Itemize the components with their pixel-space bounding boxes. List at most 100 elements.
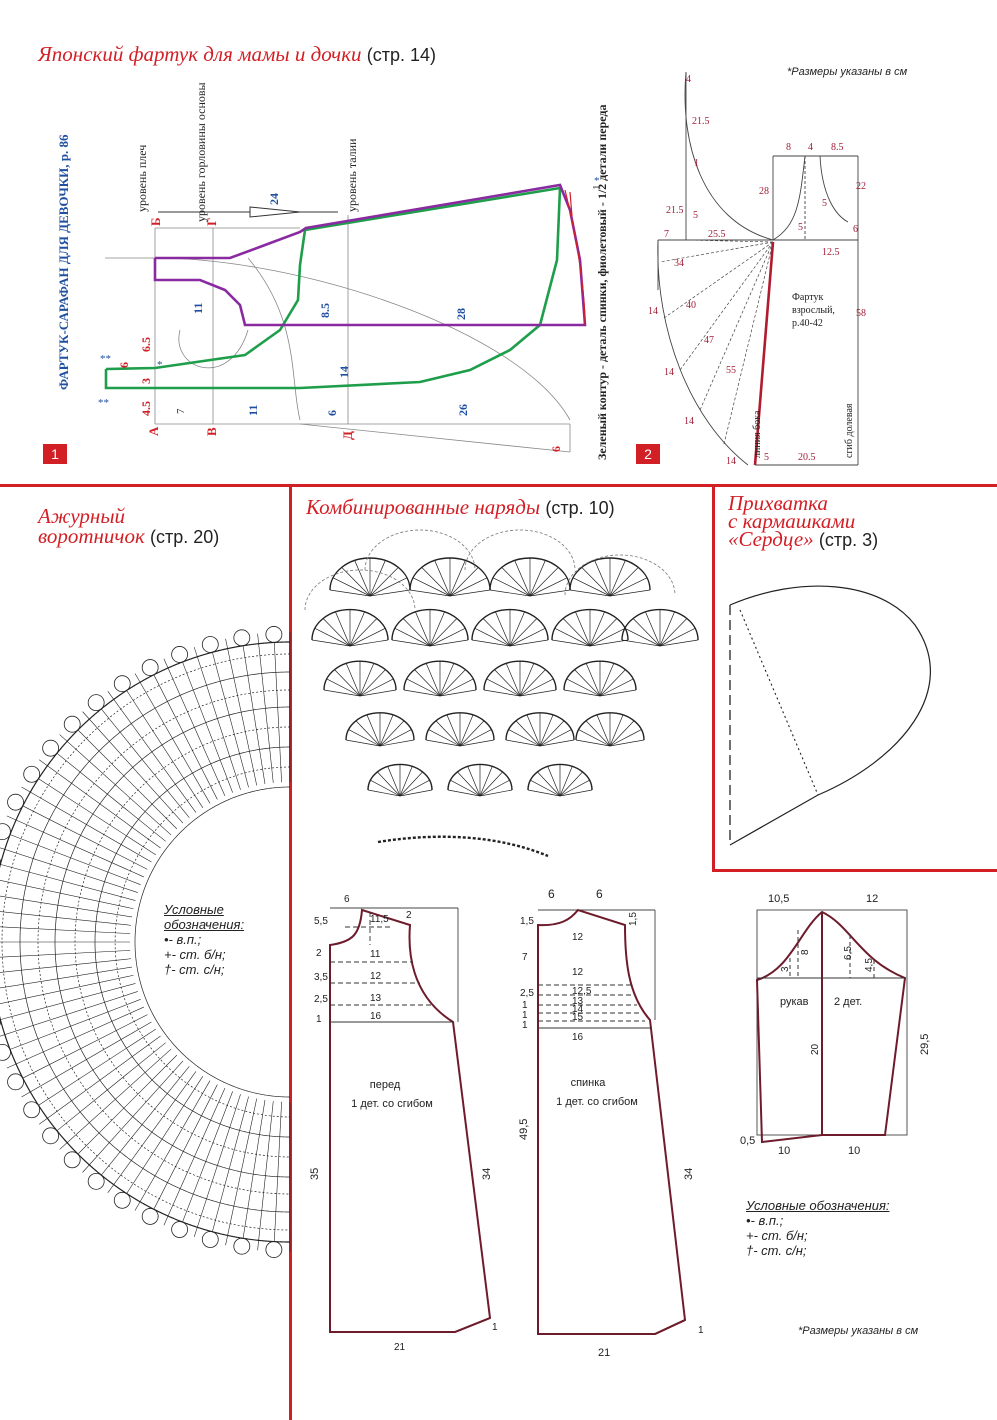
sleeve-m4-5: 4,5 <box>864 958 875 972</box>
back-r12: 12 <box>572 932 584 943</box>
collar-scallop <box>63 1151 81 1169</box>
fan-stitch <box>526 714 541 747</box>
fan-stitch <box>578 729 611 747</box>
fan-stitch <box>435 720 461 747</box>
fan-stitch <box>379 739 415 747</box>
fan-outer-shell <box>564 554 676 596</box>
collar-spoke <box>0 926 131 934</box>
m-28: 28 <box>759 186 769 197</box>
collar-spoke <box>126 690 204 808</box>
letter-D: Д <box>340 431 355 440</box>
dart-left <box>772 155 806 241</box>
fan-group <box>304 529 699 858</box>
collar-spoke <box>193 647 241 790</box>
letter-B: Б <box>148 217 163 226</box>
back-outline <box>537 908 687 1335</box>
collar-scallop <box>233 629 251 647</box>
fan-stitch <box>334 669 361 697</box>
collar-spoke <box>107 691 197 813</box>
collar-scallop <box>265 1241 283 1258</box>
fan-stitch <box>547 766 561 797</box>
level-shoulder: уровень плеч <box>135 145 149 212</box>
fan-stitch <box>599 663 615 697</box>
back-top-6b: 6 <box>596 887 603 901</box>
measure-6a: 6 <box>117 362 131 368</box>
collar-spoke <box>212 652 249 788</box>
collar-scallop <box>7 793 24 811</box>
star-mark: * <box>157 359 163 371</box>
fan-outer-shell <box>364 529 476 571</box>
fan-stitch <box>519 663 535 697</box>
measure-1: 1 <box>591 185 603 191</box>
fan-stitch <box>589 618 618 647</box>
back-top-6a: 6 <box>548 887 555 901</box>
fan-stitch <box>449 560 466 597</box>
m-5a: 5 <box>693 210 698 221</box>
front-row-4-l: 1 <box>316 1014 322 1025</box>
fan-stitch <box>505 663 521 697</box>
fan-stitch <box>369 577 408 597</box>
collar-spoke <box>212 1096 249 1232</box>
collar-scallop <box>233 1237 251 1255</box>
collar-legend-item-2: +- ст. б/н; <box>164 947 226 962</box>
fan-stitch <box>332 577 371 597</box>
potholder-title-line3: «Сердце» <box>728 527 814 551</box>
fan-stitch <box>519 678 554 697</box>
radial-line <box>685 239 774 243</box>
back-label-2: 1 дет. со сгибом <box>556 1096 638 1108</box>
measure-11b: 11 <box>246 405 260 416</box>
potholder-outline <box>729 585 932 846</box>
measure-6c: 6 <box>549 446 563 452</box>
fan-stitch <box>599 689 637 697</box>
m-8-5: 8.5 <box>831 142 844 153</box>
collar-scallop <box>42 1127 60 1145</box>
fan-stitch <box>659 611 675 647</box>
adult-apron-label-3: р.40-42 <box>792 318 823 329</box>
fan-stitch <box>559 766 573 797</box>
front-corner-1: 1 <box>492 1322 498 1333</box>
fan-stitch <box>359 678 394 697</box>
collar-spoke <box>257 633 274 783</box>
m-4: 4 <box>686 74 691 85</box>
fan-stitch <box>369 589 411 597</box>
fan-stitch <box>530 779 561 797</box>
fan-stitch <box>539 729 572 747</box>
collar-spoke <box>6 1006 144 1069</box>
fan-stitch <box>505 739 541 747</box>
collar-spoke <box>163 658 226 796</box>
side-seam-red <box>753 241 775 466</box>
fan-stitch <box>609 739 645 747</box>
fan-stitch <box>399 771 423 797</box>
collar-spoke <box>22 805 148 870</box>
fan-stitch <box>449 567 479 597</box>
collar-title-line2: воротничок <box>38 524 145 548</box>
fan-stitch <box>370 779 401 797</box>
fan-stitch <box>479 789 513 797</box>
collar-legend-heading2: обозначения: <box>164 917 245 932</box>
fan-stitch <box>589 628 626 647</box>
fan-stitch <box>406 678 441 697</box>
measure-26: 26 <box>456 404 470 416</box>
fan-stitch <box>551 639 591 647</box>
collar-spoke <box>153 674 218 800</box>
back-row-3-l: 1 <box>522 1000 528 1011</box>
purple-front-contour <box>153 183 587 327</box>
fan-stitch <box>509 611 525 647</box>
m-5c: 5 <box>798 222 803 233</box>
collar-band <box>114 766 291 1118</box>
collar-spoke <box>225 1098 258 1246</box>
collar-scallop <box>23 1101 41 1119</box>
back-row-4-l: 1 <box>522 1010 528 1021</box>
m-12-5: 12.5 <box>822 247 840 258</box>
fan-stitch <box>563 689 601 697</box>
fan-stitch <box>509 618 538 647</box>
divider-potholder-bottom <box>712 869 997 872</box>
sleeve-label-1: рукав <box>780 996 809 1008</box>
collar-spoke <box>257 1101 274 1251</box>
m-8: 8 <box>786 142 791 153</box>
fan-stitch <box>379 720 405 747</box>
potholder-title-line3-wrap: «Сердце» (стр. 3) <box>728 527 878 551</box>
curve-line <box>247 257 301 421</box>
badge-diagram-2: 2 <box>636 444 660 464</box>
